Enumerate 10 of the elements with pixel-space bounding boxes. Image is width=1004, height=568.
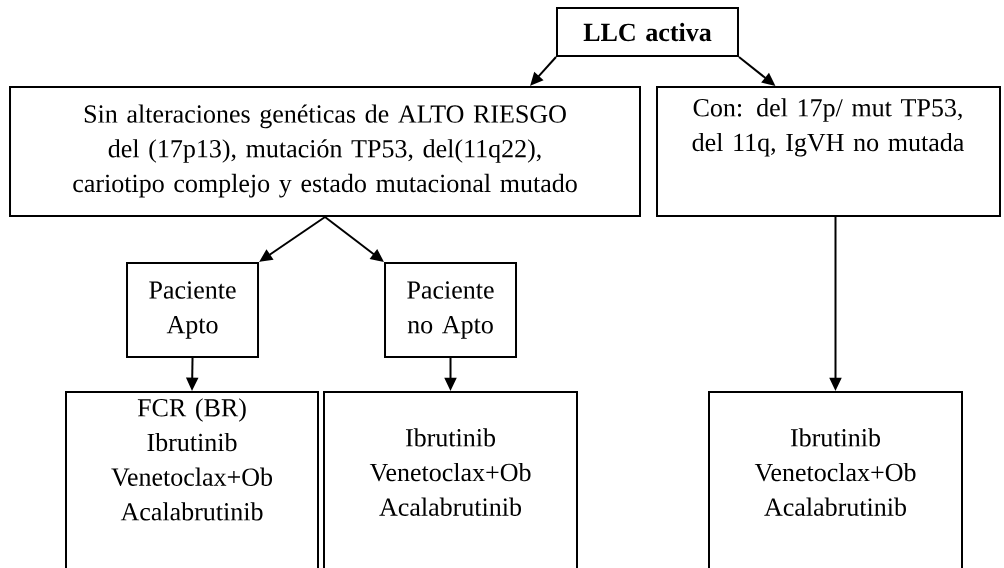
- treatment-box: Ibrutinib Venetoclax+Ob Acalabrutinib: [323, 391, 578, 568]
- arrow: [324, 216, 384, 262]
- criteria-box: Con: del 17p/ mut TP53, del 11q, IgVH no mutada: [656, 86, 1001, 217]
- patient-box: Paciente Apto: [126, 262, 259, 358]
- start-box: LLC activa: [556, 7, 739, 57]
- treatment-box: FCR (BR) Ibrutinib Venetoclax+Ob Acalabrutinib: [65, 391, 319, 568]
- criteria-box: Sin alteraciones genéticas de ALTO RIESGO del (17p13), mutación TP53, del(11q22), cariotipo complejo y estado mutacional mutado: [9, 86, 641, 217]
- patient-box: Paciente no Apto: [384, 262, 517, 358]
- treatment-box: Ibrutinib Venetoclax+Ob Acalabrutinib: [708, 391, 963, 568]
- arrow: [530, 56, 557, 86]
